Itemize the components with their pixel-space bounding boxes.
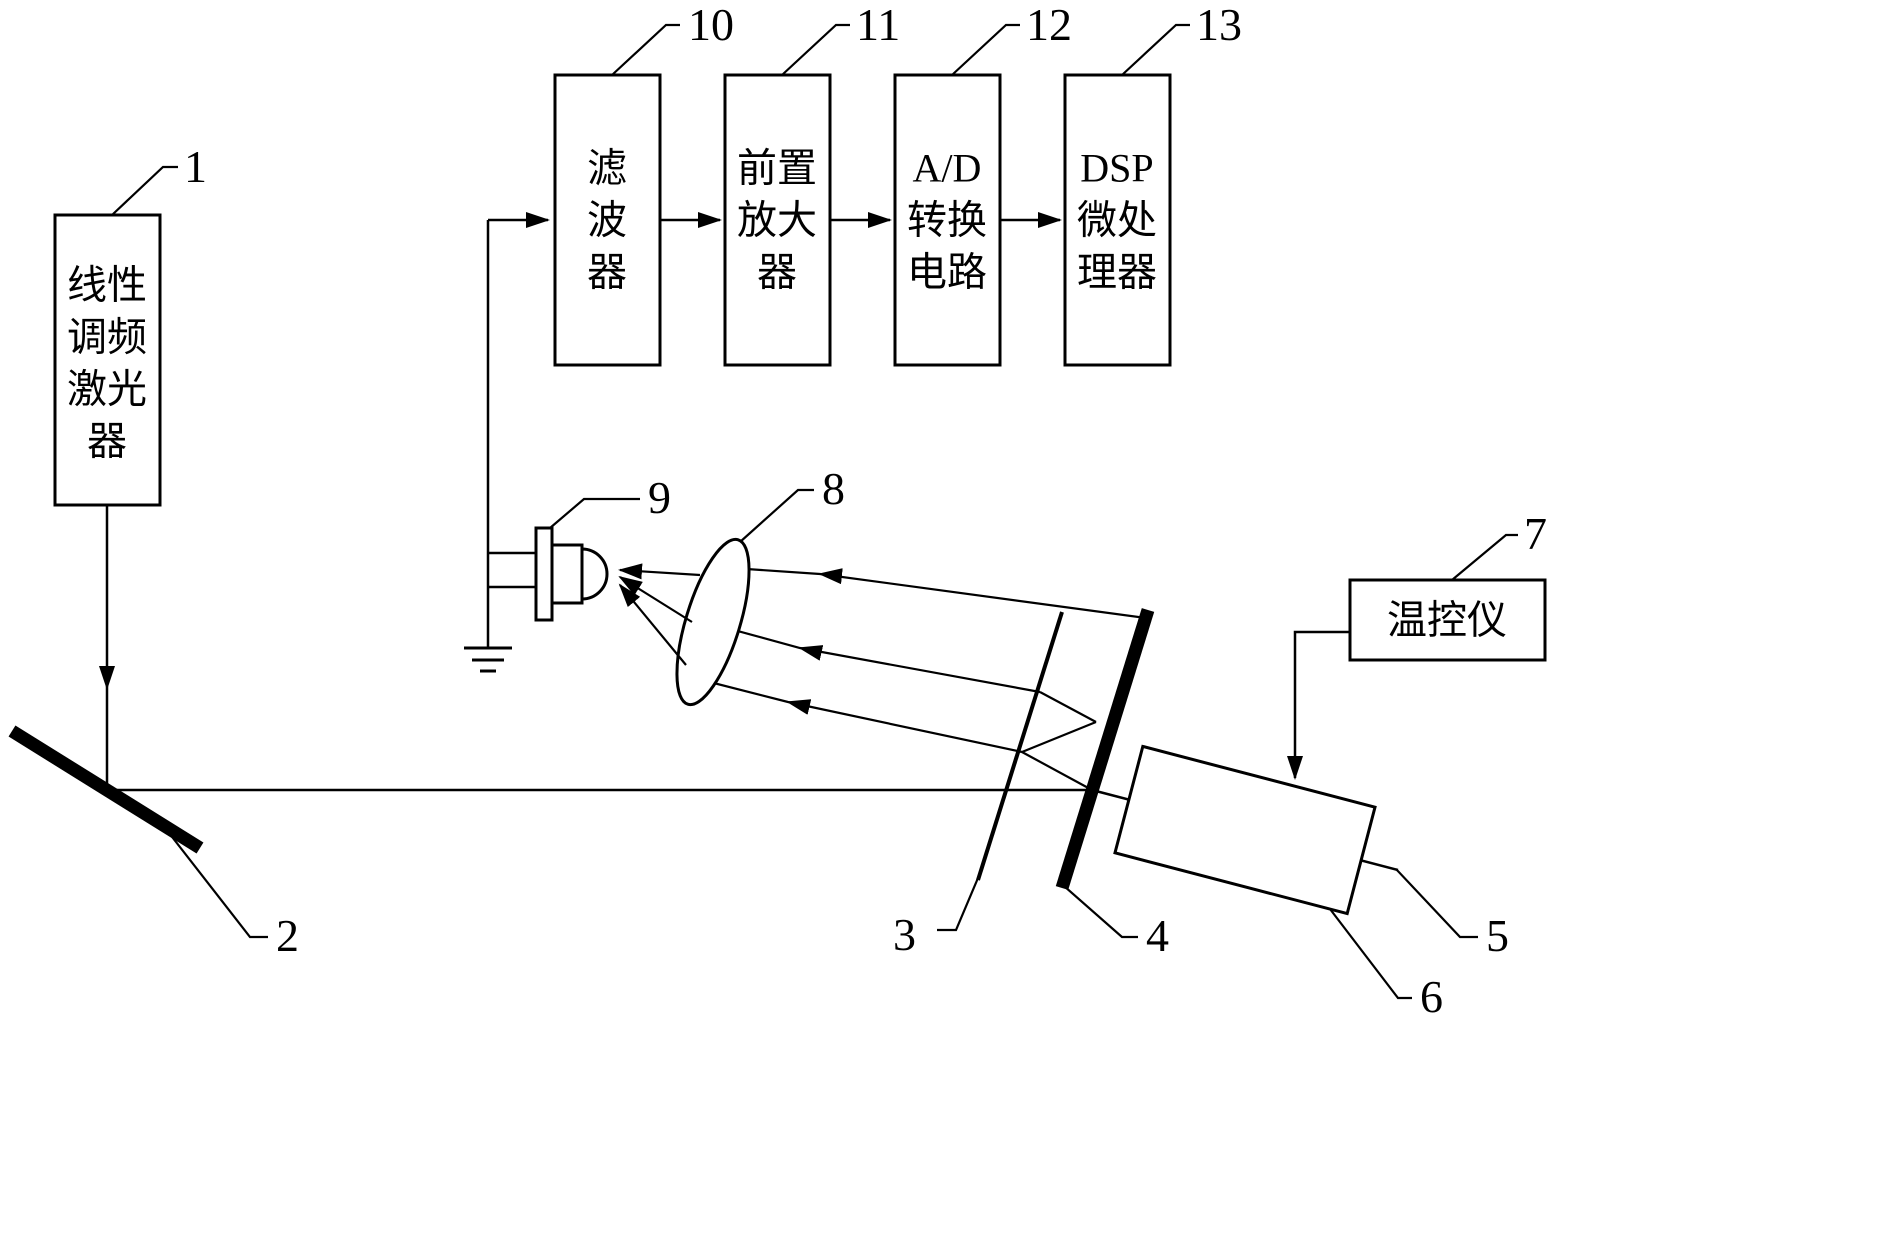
temp-controller-label: 温控仪 xyxy=(1387,598,1507,643)
leader-line-10 xyxy=(611,23,680,76)
filter-label-line: 器 xyxy=(587,250,627,295)
filter-label-line: 波 xyxy=(587,198,627,243)
ref-label-13: 13 xyxy=(1196,0,1242,50)
focused-beam-top xyxy=(618,563,701,580)
temp-controller-box-outline xyxy=(1348,578,1547,662)
preamp-label-line: 放大 xyxy=(737,198,817,243)
leader-line-6 xyxy=(1329,908,1412,1000)
reflector-plate xyxy=(1055,608,1155,890)
adc-box: A/D 转换 电路 xyxy=(893,73,1002,367)
mirror xyxy=(8,725,204,854)
adc-label-line: 转换 xyxy=(907,198,987,243)
preamp-box: 前置 放大 器 xyxy=(723,73,832,367)
leader-line-13 xyxy=(1121,23,1190,76)
leader-line-8 xyxy=(739,488,814,543)
dsp-box-outline xyxy=(1063,73,1172,367)
focused-beam-bottom xyxy=(618,583,687,666)
photodetector xyxy=(488,526,609,622)
filter-box-outline xyxy=(553,73,662,367)
detector-flange xyxy=(534,526,554,622)
ref-label-5: 5 xyxy=(1486,910,1509,961)
ref-label-10: 10 xyxy=(688,0,734,50)
front-plate xyxy=(976,611,1064,881)
leader-line-2 xyxy=(161,823,268,939)
laser-box: 线性 调频 激光 器 xyxy=(53,213,162,507)
ref-label-4: 4 xyxy=(1146,910,1169,961)
leader-line-12 xyxy=(951,23,1020,76)
return-beam-top xyxy=(731,566,1147,620)
laser-label-line: 器 xyxy=(87,419,127,464)
detector-dome xyxy=(580,547,609,601)
return-beam-middle xyxy=(711,622,1041,694)
ref-label-8: 8 xyxy=(822,463,845,514)
reflection-segment xyxy=(1039,691,1097,723)
detector-body xyxy=(550,543,584,605)
arrow-temp-to-etalon xyxy=(1287,630,1350,780)
preamp-label-line: 器 xyxy=(757,250,797,295)
leader-line-3 xyxy=(937,877,980,932)
leader-line-7 xyxy=(1451,533,1518,581)
reflection-segment xyxy=(1021,720,1097,754)
laser-label-line: 调频 xyxy=(67,315,147,360)
leader-line-11 xyxy=(781,23,850,76)
temp-controller-box: 温控仪 xyxy=(1348,578,1547,662)
dsp-box: DSP 微处 理器 xyxy=(1063,73,1172,367)
etalon-outline xyxy=(1113,744,1377,916)
dsp-label-line: 微处 xyxy=(1077,198,1157,243)
return-beam-bottom xyxy=(693,676,1023,754)
interplate-reflections xyxy=(1021,691,1097,791)
laser-label-line: 激光 xyxy=(67,367,147,412)
leader-line-9 xyxy=(549,497,640,529)
preamp-box-outline xyxy=(723,73,832,367)
laser-label-line: 线性 xyxy=(67,263,147,308)
ref-label-7: 7 xyxy=(1524,508,1547,559)
collecting-lens xyxy=(675,537,751,707)
ref-label-9: 9 xyxy=(648,472,671,523)
leader-line-5 xyxy=(1395,868,1478,939)
filter-box: 滤 波 器 xyxy=(553,73,662,367)
ref-label-11: 11 xyxy=(856,0,900,50)
ref-label-12: 12 xyxy=(1026,0,1072,50)
ref-label-1: 1 xyxy=(184,141,207,192)
ground-symbol xyxy=(464,646,512,673)
ref-label-3: 3 xyxy=(893,909,916,960)
laser-box-outline xyxy=(53,213,162,507)
ref-label-2: 2 xyxy=(276,910,299,961)
etalon-assembly xyxy=(1113,744,1377,916)
leader-line-1 xyxy=(111,165,178,216)
leader-line-4 xyxy=(1063,885,1138,939)
dsp-label-line: DSP xyxy=(1080,146,1153,191)
ref-label-6: 6 xyxy=(1420,971,1443,1022)
dsp-label-line: 理器 xyxy=(1077,250,1157,295)
adc-label-line: A/D xyxy=(913,146,982,191)
preamp-label-line: 前置 xyxy=(737,146,817,191)
adc-label-line: 电路 xyxy=(907,250,987,295)
filter-label-line: 滤 xyxy=(587,146,627,191)
reflection-segment xyxy=(1021,751,1093,791)
